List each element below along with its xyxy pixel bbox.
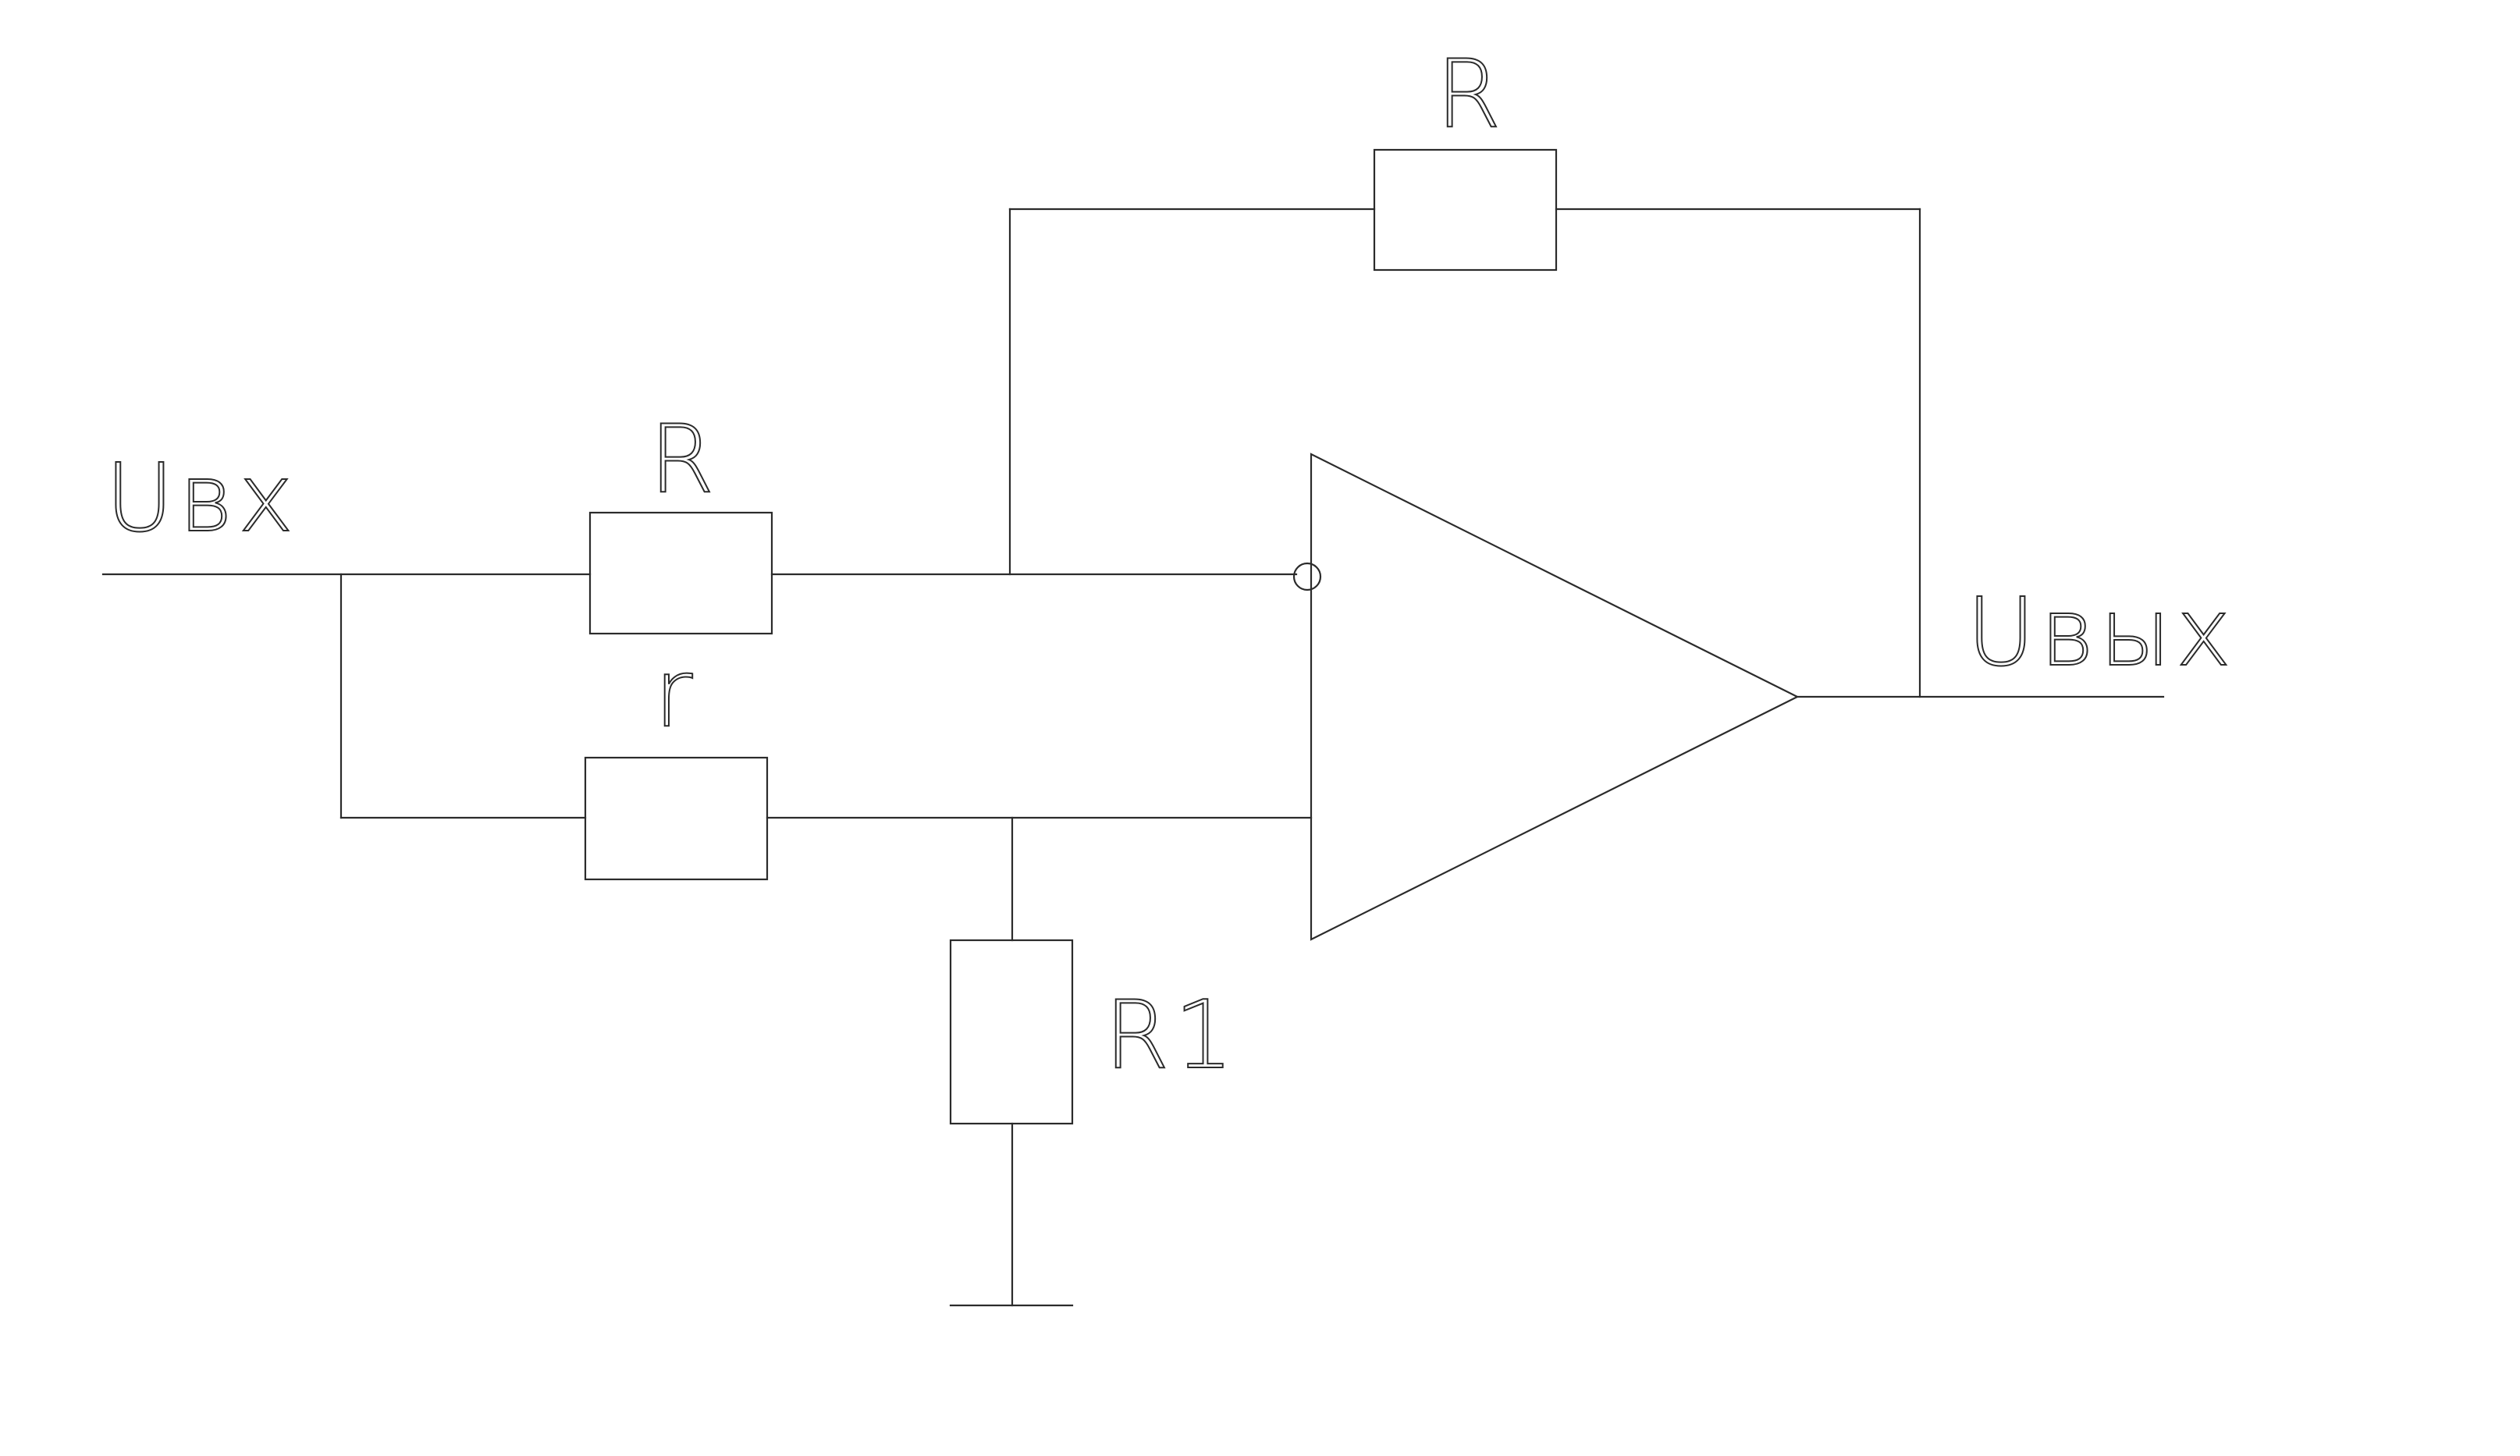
input-resistor-label: R xyxy=(649,406,719,514)
feedback-resistor xyxy=(1373,148,1558,272)
feedback-resistor-label: R xyxy=(1436,41,1505,149)
inverting-input-marker xyxy=(1292,562,1322,591)
input-voltage-label: Uвх xyxy=(105,445,298,553)
input-resistor xyxy=(588,511,773,635)
ground-resistor xyxy=(949,939,1074,1125)
lower-resistor-label: r xyxy=(654,640,697,748)
lower-resistor xyxy=(584,756,769,881)
output-voltage-label: Uвых xyxy=(1967,579,2236,687)
op-amp-triangle xyxy=(1310,453,1800,941)
ground-resistor-label: R1 xyxy=(1104,982,1239,1090)
